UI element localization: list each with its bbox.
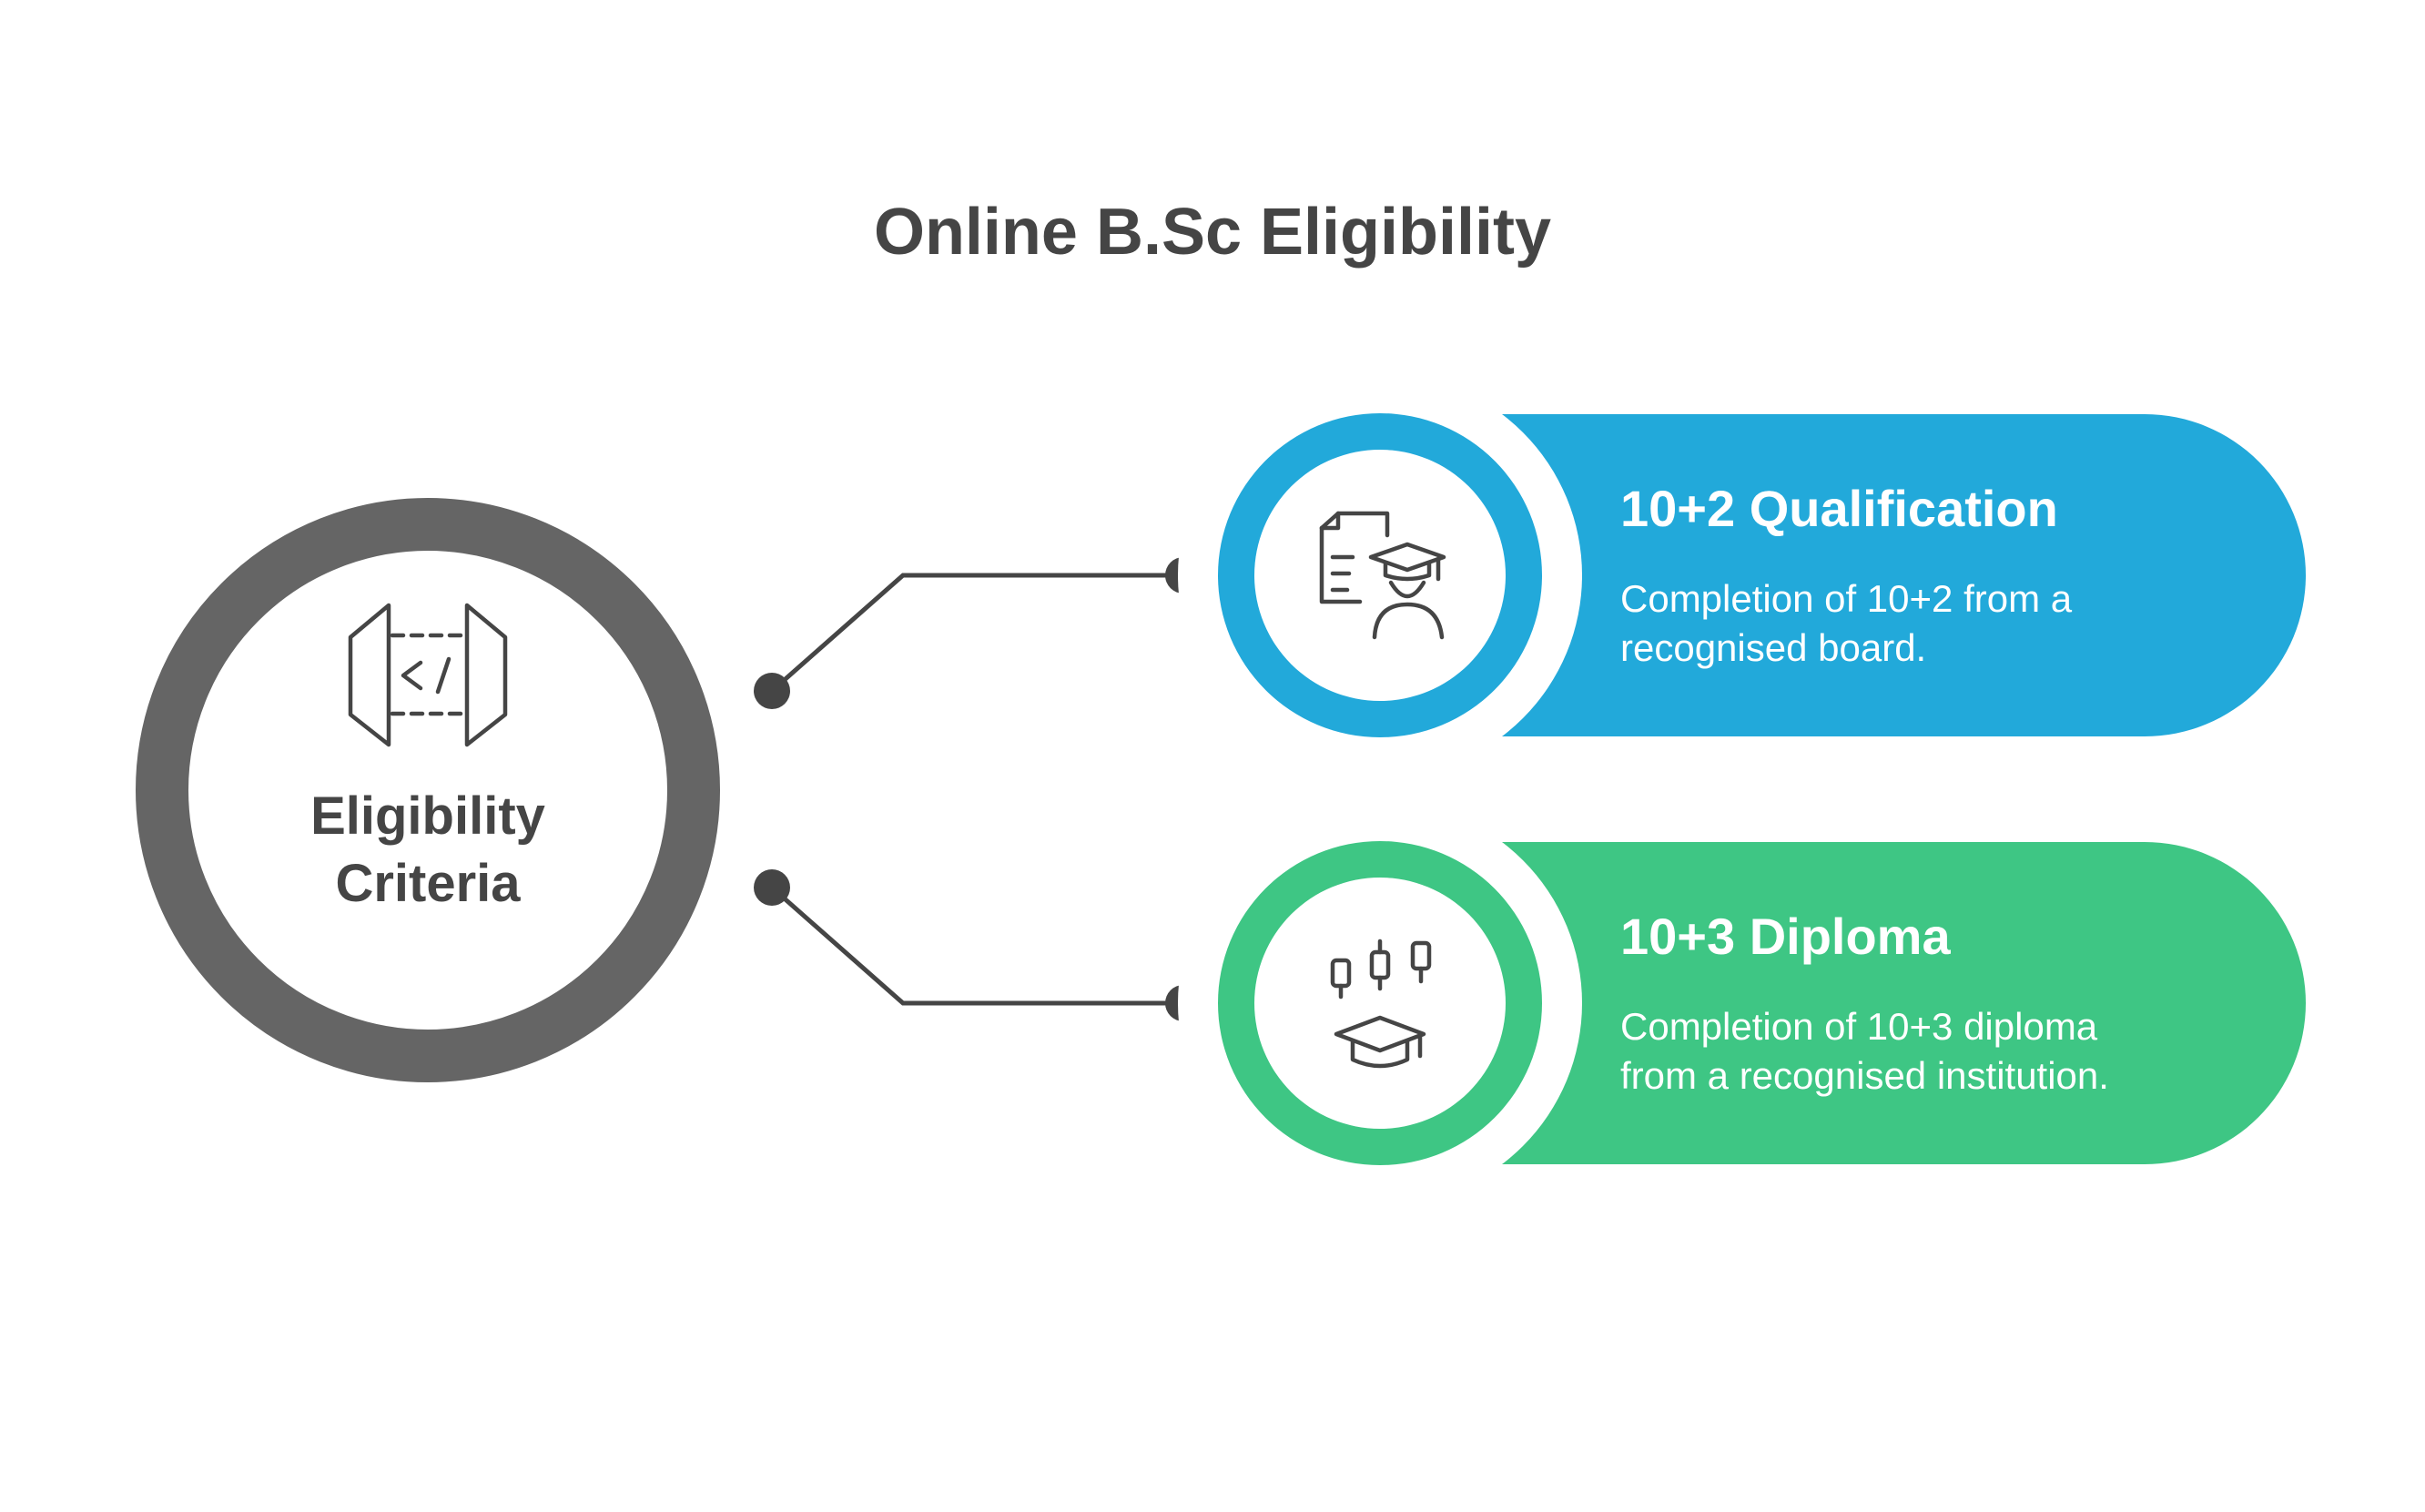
candlestick-graduation-cap-icon xyxy=(1330,939,1432,1069)
card-pill xyxy=(1493,414,2306,736)
hub-label-line1: Eligibility xyxy=(310,786,545,846)
card-inner-circle xyxy=(1254,450,1506,701)
document-graduate-icon xyxy=(1319,511,1446,640)
page-title: Online B.Sc Eligibility xyxy=(873,196,1552,269)
hub-ring xyxy=(136,498,720,1082)
code-brackets-icon xyxy=(348,603,508,747)
card-desc-line2: from a recognised institution. xyxy=(1620,1054,2109,1097)
card-title: 10+3 Diploma xyxy=(1620,908,1951,965)
hub-label: Eligibility Criteria xyxy=(209,783,646,918)
connector-top xyxy=(754,557,1202,709)
connector-bottom xyxy=(754,869,1202,1021)
card-inner-circle xyxy=(1254,878,1506,1129)
card-diploma: 10+3 Diploma Completion of 10+3 diploma … xyxy=(1178,801,2306,1205)
card-desc-line2: recognised board. xyxy=(1620,626,1926,669)
card-desc-line1: Completion of 10+2 from a xyxy=(1620,577,2073,620)
hub-label-line2: Criteria xyxy=(335,854,521,913)
card-title: 10+2 Qualification xyxy=(1620,480,2058,537)
card-pill xyxy=(1493,842,2306,1164)
card-desc-line1: Completion of 10+3 diploma xyxy=(1620,1005,2098,1048)
card-qualification: 10+2 Qualification Completion of 10+2 fr… xyxy=(1178,373,2306,777)
